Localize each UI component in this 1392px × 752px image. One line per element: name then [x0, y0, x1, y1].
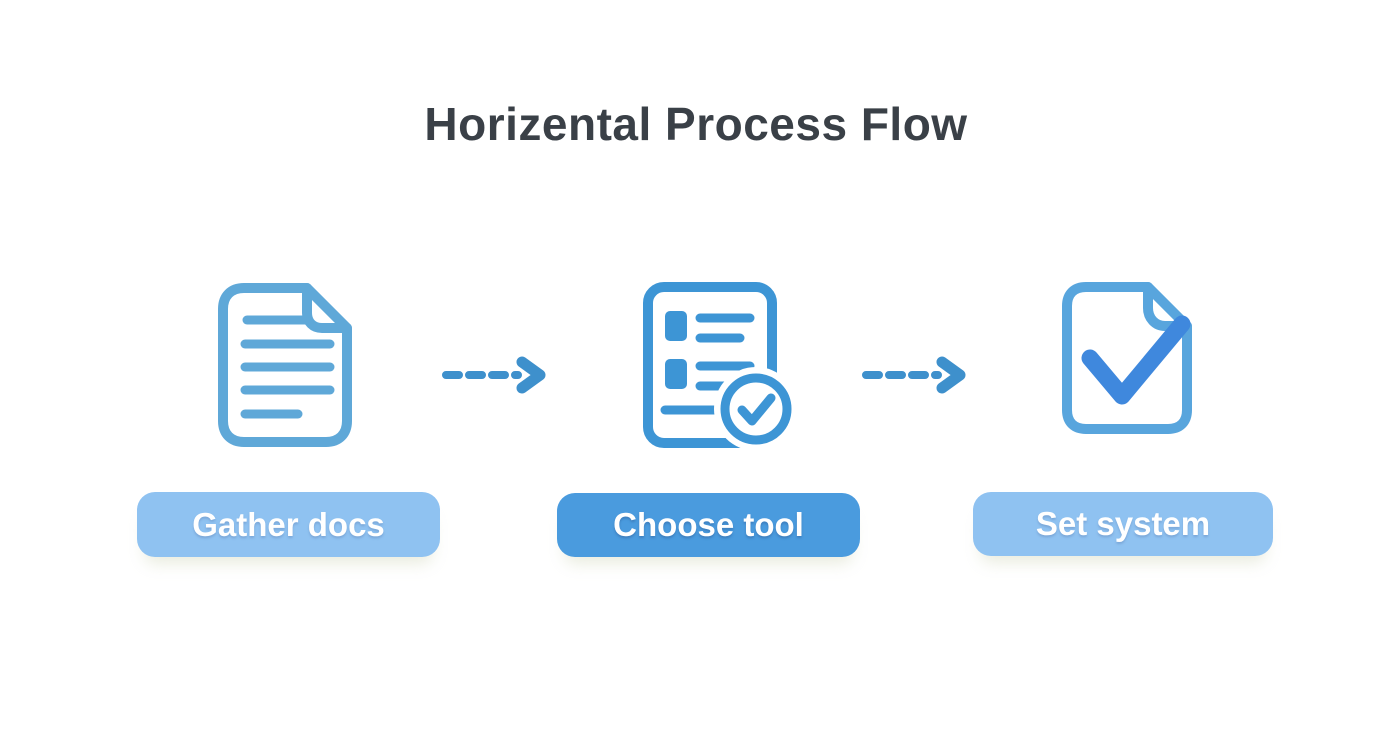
- step-label-text: Choose tool: [613, 506, 804, 543]
- page-title: Horizental Process Flow: [424, 98, 968, 150]
- checklist-check-icon: [640, 281, 798, 453]
- step-label-set-system: Set system: [973, 492, 1273, 556]
- step-label-text: Gather docs: [192, 505, 385, 543]
- step-label-gather-docs: Gather docs: [137, 492, 440, 557]
- document-lines-icon: [217, 283, 353, 447]
- document-check-icon: [1062, 282, 1196, 434]
- dashed-arrow-icon: [440, 355, 550, 395]
- dashed-arrow-icon: [860, 355, 970, 395]
- step-label-text: Set system: [1035, 505, 1211, 542]
- step-label-choose-tool: Choose tool: [557, 493, 860, 557]
